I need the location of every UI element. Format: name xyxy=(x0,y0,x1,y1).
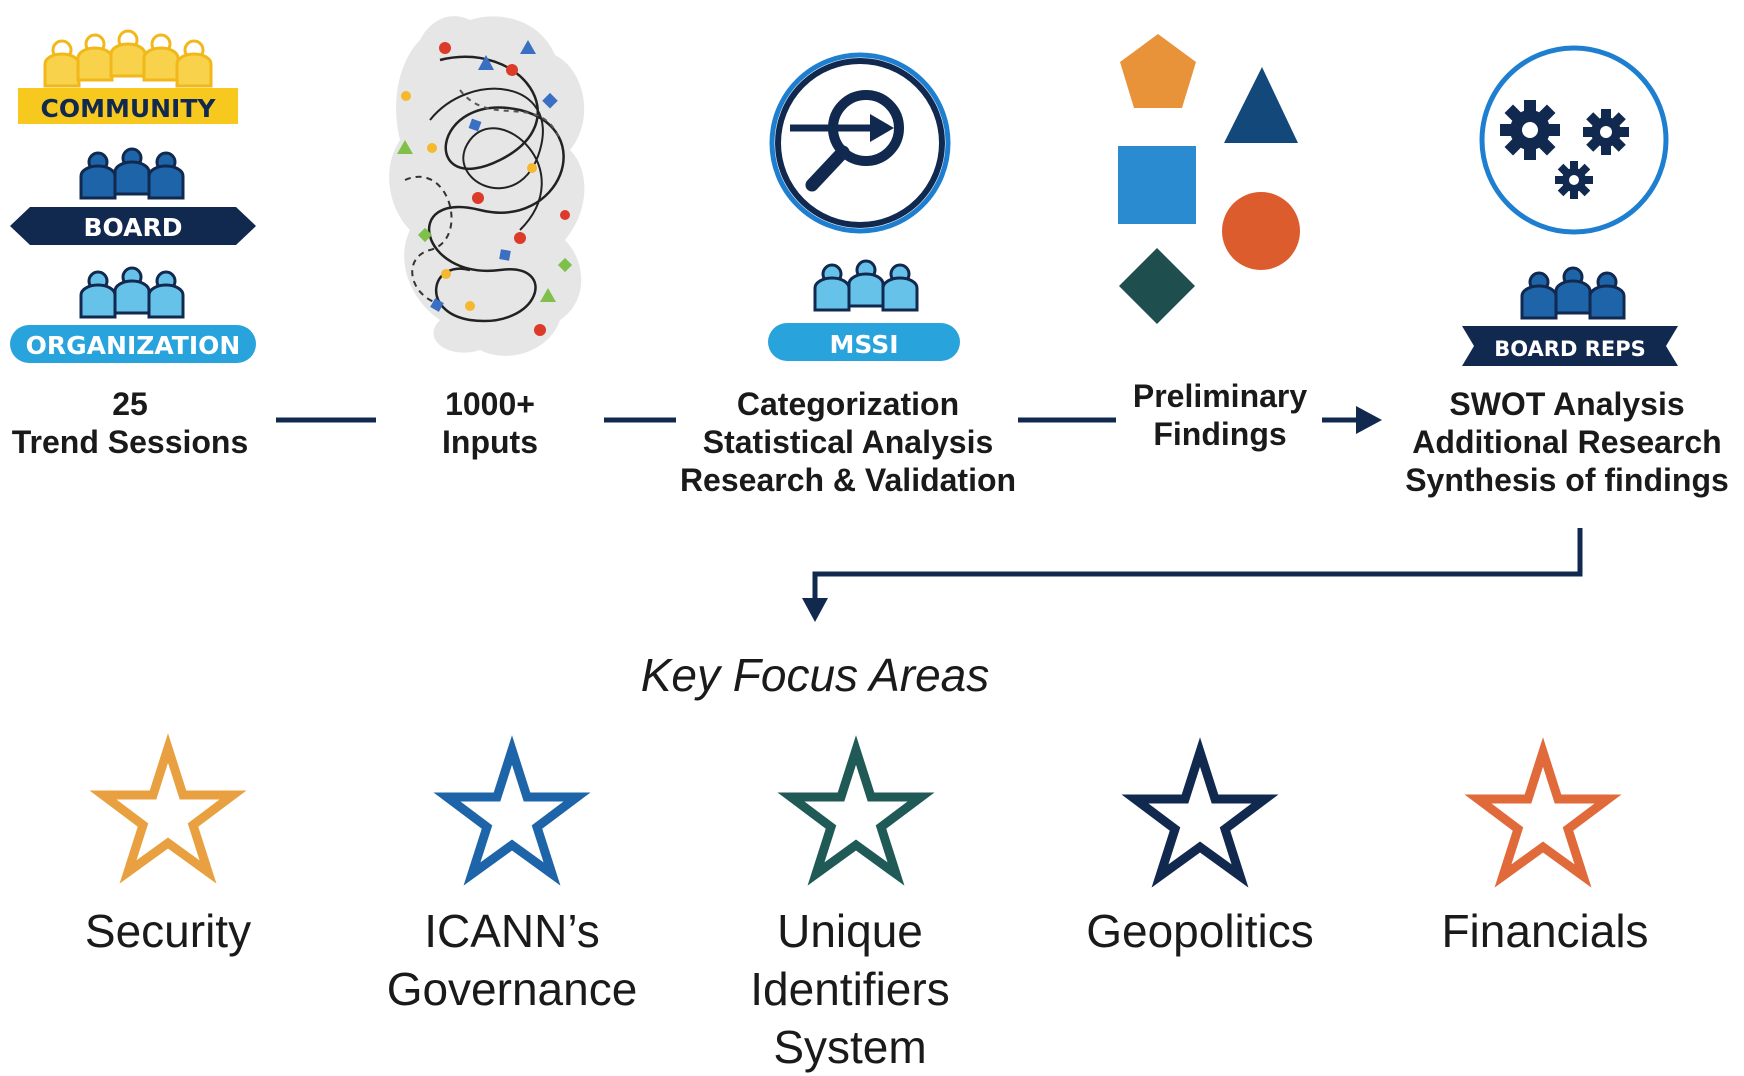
arrowhead-focus xyxy=(802,598,828,622)
star-icon-financials xyxy=(1464,737,1622,888)
board-reps-label: BOARD REPS xyxy=(1494,337,1646,361)
focus-line: Security xyxy=(84,905,252,957)
return-connector xyxy=(812,528,1583,603)
star-icon-identifiers xyxy=(777,735,935,886)
star-icon-security xyxy=(89,733,247,884)
organization-label: ORGANIZATION xyxy=(26,331,241,360)
step-line: Findings xyxy=(1153,416,1287,452)
step-line: Additional Research xyxy=(1412,424,1722,460)
step-line: 25 xyxy=(112,386,148,422)
board-reps-group-icon xyxy=(1462,266,1678,366)
step-line: 1000+ xyxy=(445,386,535,422)
step-swot-analysis: SWOT Analysis Additional Research Synthe… xyxy=(1394,385,1740,499)
gears-icon xyxy=(1479,45,1669,235)
step-line: SWOT Analysis xyxy=(1449,386,1685,422)
flow-connectors xyxy=(276,417,1583,603)
organization-group-icon xyxy=(10,266,256,363)
step-line: Synthesis of findings xyxy=(1405,462,1729,498)
step-line: Statistical Analysis xyxy=(702,424,994,460)
community-group-icon xyxy=(18,29,238,124)
focus-geopolitics: Geopolitics xyxy=(1060,902,1340,960)
focus-line: Governance xyxy=(386,963,638,1015)
focus-line: Geopolitics xyxy=(1086,905,1314,957)
focus-security: Security xyxy=(48,902,288,960)
focus-line: ICANN’s xyxy=(424,905,600,957)
community-label: COMMUNITY xyxy=(40,94,216,123)
focus-line: Financials xyxy=(1441,905,1649,957)
star-icon-governance xyxy=(433,735,591,886)
focus-unique-identifiers: Unique Identifiers System xyxy=(710,902,990,1076)
star-icon-geopolitics xyxy=(1121,737,1279,888)
step-line: Categorization xyxy=(736,386,960,422)
mssi-label: MSSI xyxy=(829,330,898,359)
board-label: BOARD xyxy=(84,213,183,242)
arrowhead-findings xyxy=(1356,406,1382,434)
focus-line: Unique xyxy=(777,905,923,957)
step-preliminary-findings: Preliminary Findings xyxy=(1110,377,1330,453)
focus-stars xyxy=(89,733,1622,888)
focus-financials: Financials xyxy=(1410,902,1680,960)
step-line: Trend Sessions xyxy=(11,424,249,460)
step-trend-sessions: 25 Trend Sessions xyxy=(0,385,260,461)
step-line: Research & Validation xyxy=(679,462,1017,498)
mssi-group-icon xyxy=(768,259,960,361)
magnifier-icon xyxy=(769,52,951,234)
board-group-icon xyxy=(10,147,256,245)
step-line: Inputs xyxy=(442,424,538,460)
focus-line: System xyxy=(773,1021,927,1073)
inputs-scribble-icon xyxy=(389,16,585,356)
step-line: Preliminary xyxy=(1132,378,1308,414)
step-categorization: Categorization Statistical Analysis Rese… xyxy=(668,385,1028,499)
focus-governance: ICANN’s Governance xyxy=(362,902,662,1018)
step-inputs: 1000+ Inputs xyxy=(380,385,600,461)
focus-line: Identifiers xyxy=(750,963,950,1015)
preliminary-shapes-icon xyxy=(1118,34,1300,324)
key-focus-areas-title: Key Focus Areas xyxy=(640,649,990,701)
